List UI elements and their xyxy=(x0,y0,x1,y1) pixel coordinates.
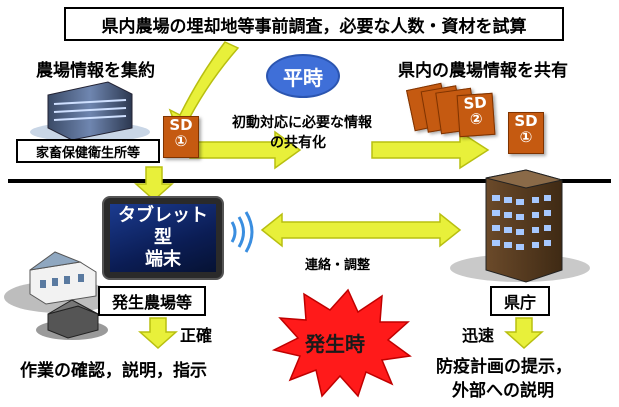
arrow-office-to-initial xyxy=(189,130,302,170)
share-label: 県内の農場情報を共有 xyxy=(398,61,568,81)
prefecture-label: 県庁 xyxy=(490,286,550,316)
emergency-label: 発生時 xyxy=(305,332,365,356)
collect-label: 農場情報を集約 xyxy=(36,61,155,81)
emergency-burst xyxy=(271,288,412,398)
prefecture-building-icon xyxy=(450,169,590,283)
initial-info-line2: の共有化 xyxy=(270,135,326,151)
plan-label-line2: 外部への説明 xyxy=(452,381,554,401)
double-arrow-contact xyxy=(260,212,462,248)
work-label: 作業の確認，説明，指示 xyxy=(20,361,207,381)
tablet-label-line1: タブレット型 xyxy=(118,205,208,248)
normal-time-badge: 平時 xyxy=(266,54,340,98)
farm-building-icon xyxy=(4,251,116,313)
barn-icon xyxy=(36,299,108,340)
signal-icon xyxy=(230,211,254,253)
arrow-down-to-tablet xyxy=(134,166,174,202)
arrow-initial-to-share xyxy=(371,130,490,170)
initial-info-line1: 初動対応に必要な情報 xyxy=(232,115,372,131)
arrow-down-prefecture xyxy=(504,317,544,350)
accurate-label: 正確 xyxy=(180,326,213,345)
tablet-device: タブレット型 端末 xyxy=(102,196,224,280)
farm-label: 発生農場等 xyxy=(98,286,206,316)
tablet-screen: タブレット型 端末 xyxy=(110,204,216,272)
arrow-down-farm xyxy=(138,317,178,350)
quick-label: 迅速 xyxy=(462,326,495,345)
contact-label: 連絡・調整 xyxy=(305,258,371,273)
office-label: 家畜保健衛生所等 xyxy=(16,139,160,163)
page-title: 県内農場の埋却地等事前調査，必要な人数・資材を試算 xyxy=(64,7,564,41)
plan-label-line1: 防疫計画の提示， xyxy=(436,357,572,377)
tablet-label-line2: 端末 xyxy=(145,249,181,270)
office-building-icon xyxy=(30,81,150,142)
